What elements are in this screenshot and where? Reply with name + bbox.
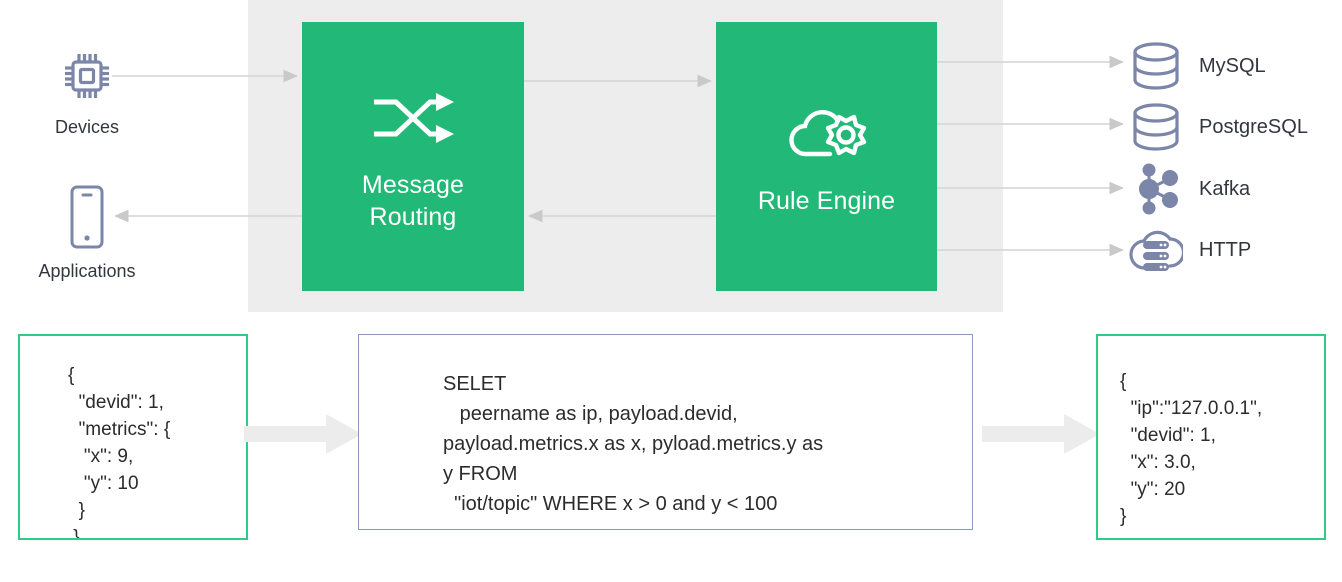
block-arrow-sql-to-output bbox=[982, 414, 1100, 454]
smartphone-icon bbox=[70, 185, 104, 249]
source-devices: Devices bbox=[24, 45, 150, 138]
rule-sql-code: SELET peername as ip, payload.devid, pay… bbox=[443, 373, 824, 515]
cloud-gear-icon bbox=[788, 109, 866, 156]
input-payload-code: { "devid": 1, "metrics": { "x": 9, "y": … bbox=[68, 365, 171, 540]
database-icon bbox=[1133, 42, 1179, 90]
input-payload-panel: { "devid": 1, "metrics": { "x": 9, "y": … bbox=[18, 334, 248, 540]
sink-kafka[interactable]: Kafka bbox=[1129, 163, 1250, 215]
rule-sql-panel: SELET peername as ip, payload.devid, pay… bbox=[358, 334, 973, 530]
block-message-routing-label: Message Routing bbox=[361, 170, 465, 231]
block-arrow-input-to-sql bbox=[244, 414, 362, 454]
database-icon bbox=[1133, 103, 1179, 151]
sink-postgresql[interactable]: PostgreSQL bbox=[1129, 101, 1308, 153]
source-applications-label: Applications bbox=[38, 261, 136, 281]
block-rule-engine[interactable]: Rule Engine bbox=[716, 22, 937, 291]
output-payload-panel: { "ip":"127.0.0.1", "devid": 1, "x": 3.0… bbox=[1096, 334, 1326, 540]
shuffle-icon bbox=[374, 92, 454, 143]
sink-mysql[interactable]: MySQL bbox=[1129, 40, 1266, 92]
sink-mysql-label: MySQL bbox=[1199, 55, 1266, 77]
sink-http[interactable]: HTTP bbox=[1129, 224, 1251, 276]
block-rule-engine-label: Rule Engine bbox=[757, 186, 896, 215]
node-graph-icon bbox=[1139, 163, 1178, 215]
sink-http-label: HTTP bbox=[1199, 239, 1252, 261]
microchip-icon bbox=[65, 54, 109, 98]
cloud-server-icon bbox=[1129, 230, 1183, 271]
sink-kafka-label: Kafka bbox=[1199, 178, 1251, 200]
block-message-routing[interactable]: Message Routing bbox=[302, 22, 524, 291]
source-devices-label: Devices bbox=[54, 117, 120, 137]
sink-postgresql-label: PostgreSQL bbox=[1199, 116, 1308, 138]
source-applications: Applications bbox=[24, 183, 150, 282]
output-payload-code: { "ip":"127.0.0.1", "devid": 1, "x": 3.0… bbox=[1120, 371, 1263, 527]
